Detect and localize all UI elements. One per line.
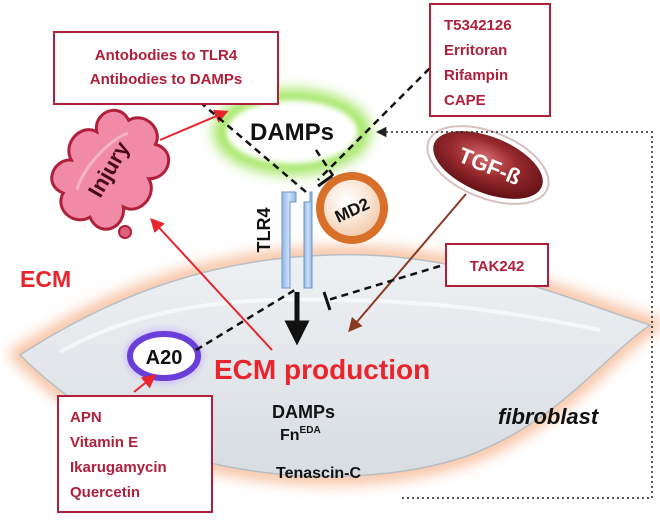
ecm-production-label: ECM production — [214, 354, 430, 385]
inducer-quercetin: Quercetin — [70, 484, 140, 501]
tlr4-label: TLR4 — [254, 208, 274, 253]
a20-label: A20 — [146, 347, 183, 369]
inducer-apn: APN — [70, 409, 102, 426]
tlr4-receptor — [281, 191, 313, 289]
top-inhibitors-inhibition-line — [317, 59, 439, 181]
a20-inhibition-line — [195, 286, 299, 352]
damps-secreted-label: DAMPs — [272, 402, 335, 422]
tgf-beta-node: TGF-ß — [426, 125, 550, 205]
inhibitor-rifampin: Rifampin — [444, 67, 508, 84]
tak242-inhibition-line — [327, 264, 441, 302]
fibroblast-label: fibroblast — [498, 404, 600, 429]
tak242-box: TAK242 — [445, 243, 549, 287]
feedback-loop-line — [375, 126, 653, 499]
antibodies-line-2: Antibodies to DAMPs — [90, 71, 243, 88]
antibodies-line-1: Antobodies to TLR4 — [95, 47, 238, 64]
md2-inhibition-line — [314, 149, 338, 181]
tak242-label: TAK242 — [470, 258, 525, 275]
inhibitors-top-box: T5342126 Erritoran Rifampin CAPE — [429, 3, 551, 117]
md2-node: MD2 — [316, 172, 388, 244]
a20-node: A20 — [124, 328, 204, 384]
fn-text: Fn — [280, 427, 300, 444]
inhibitor-t5342126: T5342126 — [444, 17, 512, 34]
ecm-label: ECM — [20, 266, 71, 292]
ecm-production-to-injury-arrow — [150, 217, 273, 351]
antibodies-box: Antobodies to TLR4 Antibodies to DAMPs — [53, 31, 279, 105]
inhibitor-erritoran: Erritoran — [444, 42, 507, 59]
inhibitor-cape: CAPE — [444, 92, 486, 109]
a20-inducers-to-a20-arrow — [133, 374, 157, 393]
inhibition-lines — [195, 59, 441, 352]
damps-label: DAMPs — [250, 119, 334, 146]
inducer-ikarugamycin: Ikarugamycin — [70, 459, 167, 476]
injury-drop-icon — [118, 225, 132, 239]
injury-cloud — [50, 108, 171, 231]
inhibition-bars — [317, 174, 333, 311]
tgf-to-ecm-production-arrow — [348, 193, 467, 333]
inducer-vitamin-e: Vitamin E — [70, 434, 138, 451]
a20-inducers-box: APN Vitamin E Ikarugamycin Quercetin — [57, 395, 213, 513]
fn-label: FnEDA — [280, 425, 321, 444]
damps-node: DAMPs — [214, 90, 370, 174]
tenascin-label: Tenascin-C — [276, 465, 362, 482]
fn-superscript: EDA — [300, 425, 321, 436]
injury-to-damps-arrow — [159, 109, 229, 141]
